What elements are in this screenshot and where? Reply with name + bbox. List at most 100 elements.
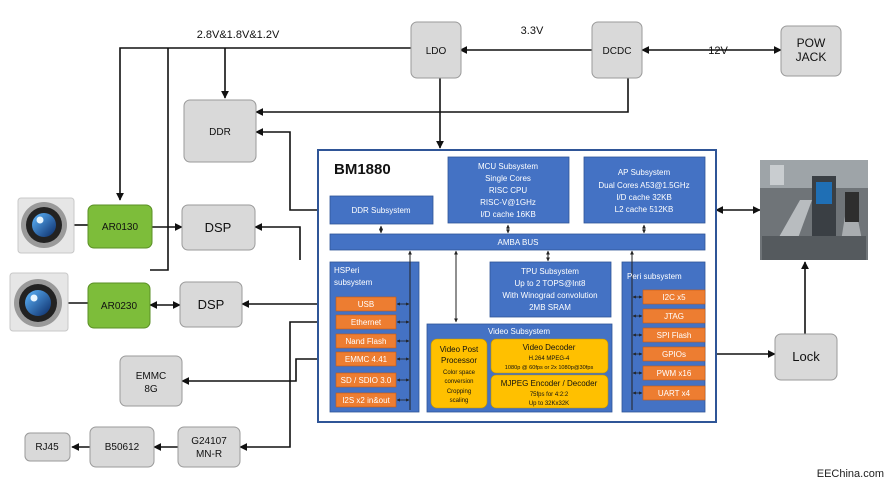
ddr-label: DDR <box>209 127 231 138</box>
nand-flash-block <box>335 333 397 349</box>
vpp-line-4: conversion <box>444 379 473 385</box>
usb-block <box>335 296 397 312</box>
mcu-line-4: RISC-V@1GHz <box>480 198 536 207</box>
dsp1-label: DSP <box>205 220 232 235</box>
ap-line-2: Dual Cores A53@1.5GHz <box>598 181 689 190</box>
amba-bus-block <box>329 233 706 251</box>
vpp-line-1: Video Post <box>440 345 479 354</box>
ddr-subsystem-label: DDR Subsystem <box>351 206 410 215</box>
mjpeg-line-1: MJPEG Encoder / Decoder <box>501 379 598 388</box>
mjpeg-block <box>490 374 609 409</box>
spi-flash-label: SPI Flash <box>657 331 692 340</box>
tpu-line-1: TPU Subsystem <box>521 267 579 276</box>
i2c-block <box>642 289 706 305</box>
video-subsystem-label: Video Subsystem <box>488 327 550 336</box>
usb-label: USB <box>358 300 374 309</box>
ap-line-3: I/D cache 32KB <box>616 193 672 202</box>
ldo-block <box>410 21 462 79</box>
pow-jack-label-2: JACK <box>796 50 827 64</box>
line-emmc <box>181 358 334 385</box>
dsp2-label: DSP <box>198 297 225 312</box>
ap-line-1: AP Subsystem <box>618 168 671 177</box>
tpu-line-2: Up to 2 TOPS@Int8 <box>515 279 587 288</box>
dsp1-block <box>181 204 256 251</box>
rj45-block <box>24 432 71 462</box>
turnstile-photo <box>760 160 868 260</box>
pow-jack-block <box>780 25 842 77</box>
emmc-label-2: 8G <box>144 384 158 395</box>
gpios-label: GPIOs <box>662 350 686 359</box>
ddr-block <box>183 99 257 163</box>
mcu-subsystem-block <box>447 156 570 224</box>
mjpeg-line-2: 75fps for 4:2:2 <box>530 392 569 398</box>
tpu-line-4: 2MB SRAM <box>529 303 571 312</box>
ar0230-block <box>87 282 151 329</box>
ldo-label: LDO <box>426 46 447 57</box>
video-decoder-block <box>490 338 609 374</box>
tpu-line-3: With Winograd convolution <box>502 291 597 300</box>
camera-2-icon <box>9 272 69 332</box>
v33-label: 3.3V <box>521 25 544 37</box>
watermark: EEChina.com <box>817 468 884 480</box>
v12-label: 12V <box>708 45 728 57</box>
sd-sdio-block <box>335 372 397 388</box>
i2s-label: I2S x2 in&out <box>342 396 390 405</box>
jtag-label: JTAG <box>664 312 684 321</box>
ar0130-block <box>87 204 153 249</box>
emmc-label-1: EMMC <box>136 371 167 382</box>
i2s-block <box>335 392 397 408</box>
emmc-block <box>119 355 183 407</box>
soc-title: BM1880 <box>334 161 391 178</box>
lock-block <box>774 333 838 381</box>
gpios-block <box>642 346 706 362</box>
ddr-subsystem-block <box>329 195 434 225</box>
line-ethernet <box>239 321 334 451</box>
vdec-line-1: Video Decoder <box>523 343 576 352</box>
uart-label: UART x4 <box>658 389 691 398</box>
line-dsp1 <box>254 223 301 260</box>
pow-jack-label-1: POW <box>797 36 826 50</box>
vdec-line-3: 1080p @ 60fps or 2x 1080p@30fps <box>505 365 594 371</box>
rails-label: 2.8V&1.8V&1.2V <box>197 29 280 41</box>
tpu-subsystem-block <box>489 261 612 318</box>
ethernet-label: Ethernet <box>351 318 382 327</box>
mcu-line-1: MCU Subsystem <box>478 162 538 171</box>
g24107-block <box>177 426 241 468</box>
ap-line-4: L2 cache 512KB <box>615 205 674 214</box>
ethernet-block <box>335 314 397 330</box>
vpp-line-5: Cropping <box>447 389 471 395</box>
vpp-line-6: scaling <box>450 398 469 404</box>
vpp-line-3: Color space <box>443 370 476 376</box>
ar0230-label: AR0230 <box>101 301 138 312</box>
mcu-line-2: Single Cores <box>485 174 531 183</box>
line-ddr-subsys <box>255 128 331 214</box>
uart-block <box>642 385 706 401</box>
dcdc-label: DCDC <box>603 46 632 57</box>
camera-1-icon <box>17 197 75 254</box>
line-rail-ar0230 <box>150 48 169 271</box>
peri-label: Peri subsystem <box>627 272 682 281</box>
nand-flash-label: Nand Flash <box>346 337 387 346</box>
emmc441-block <box>335 351 397 367</box>
ar0130-label: AR0130 <box>102 222 139 233</box>
i2c-label: I2C x5 <box>662 293 686 302</box>
rj45-label: RJ45 <box>35 442 59 453</box>
spi-flash-block <box>642 327 706 343</box>
ap-subsystem-block <box>583 156 706 224</box>
mcu-line-3: RISC CPU <box>489 186 527 195</box>
amba-label: AMBA BUS <box>498 238 539 247</box>
emmc441-label: EMMC 4.41 <box>345 355 388 364</box>
dsp2-block <box>179 281 243 328</box>
g24107-label-2: MN-R <box>196 449 222 460</box>
connections <box>68 46 809 451</box>
line-rail-ar0130 <box>116 47 412 201</box>
line-dcdc-ddr <box>255 78 629 116</box>
dcdc-block <box>591 21 643 79</box>
b50612-label: B50612 <box>105 442 140 453</box>
video-post-processor-block <box>430 338 488 409</box>
hsperi-line-2: subsystem <box>334 278 373 287</box>
pwm-label: PWM x16 <box>657 369 692 378</box>
vpp-line-2: Processor <box>441 356 477 365</box>
b50612-block <box>89 426 155 468</box>
